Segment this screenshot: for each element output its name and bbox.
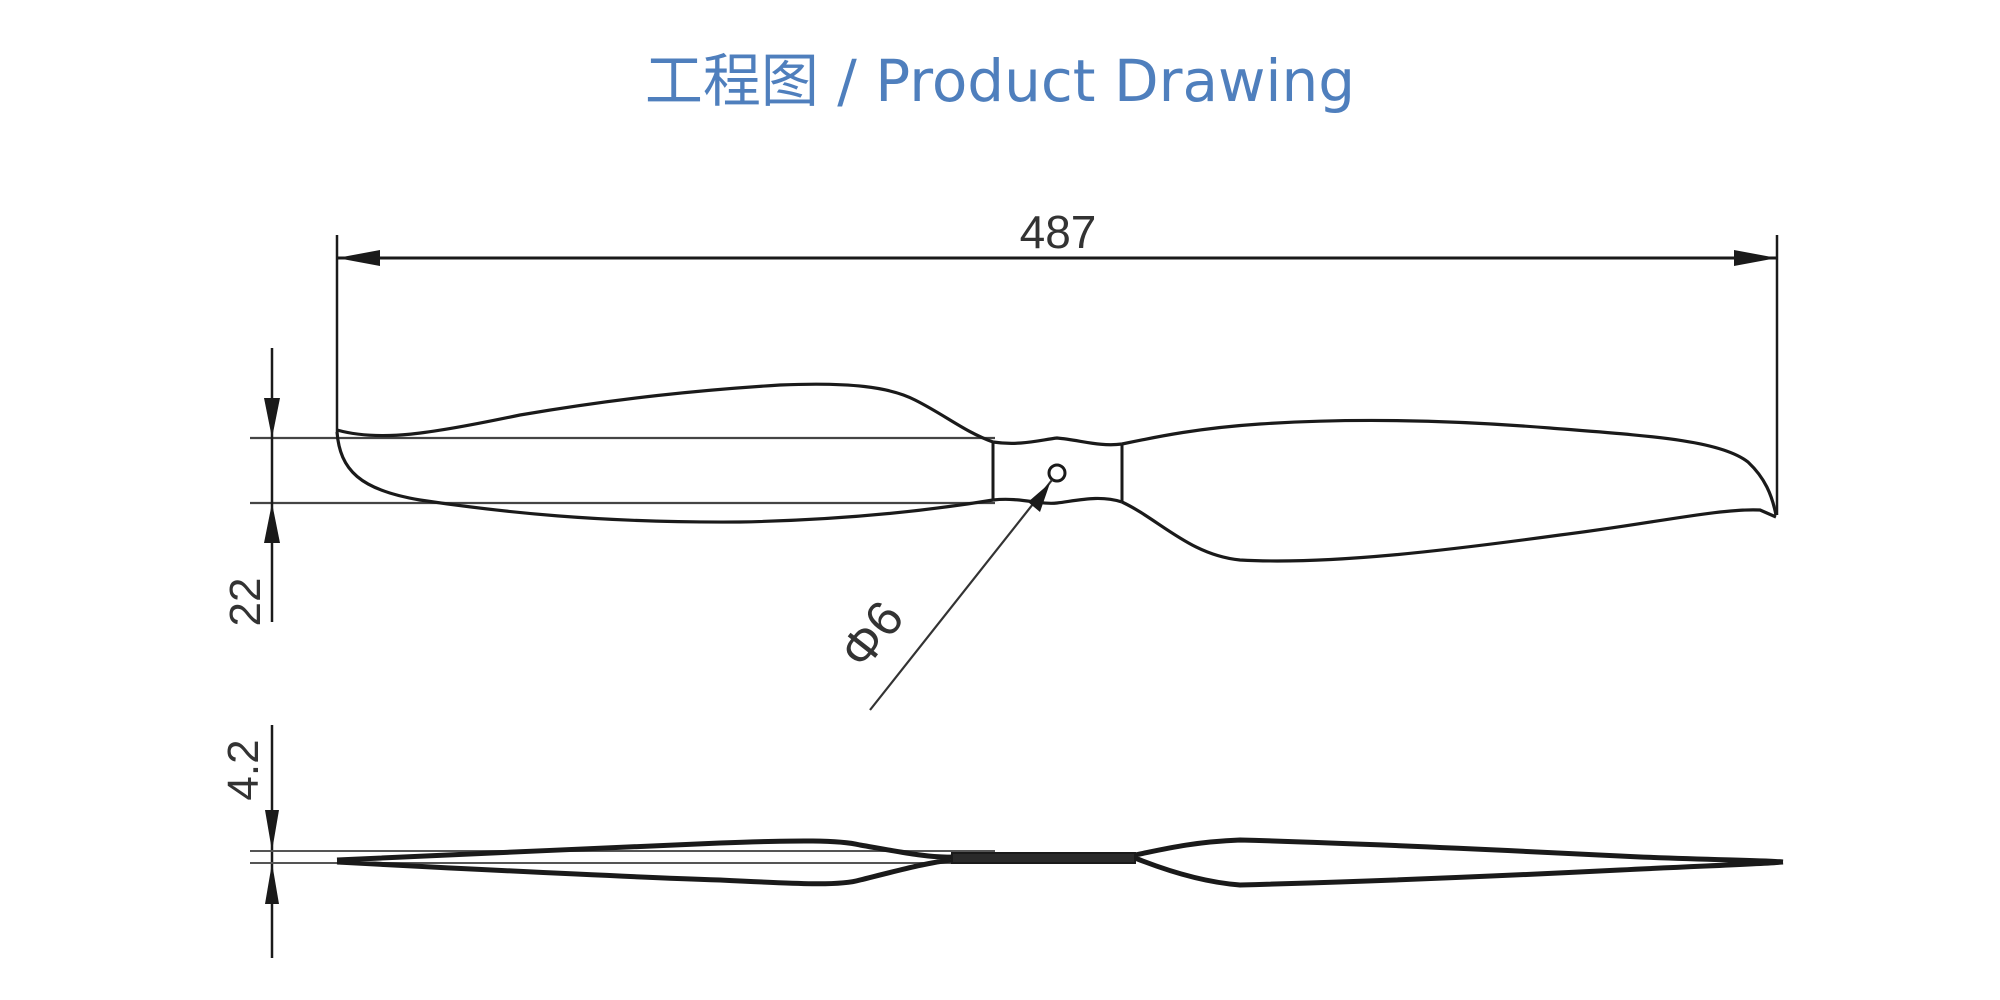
hole-diameter-label: Φ6 (829, 591, 915, 679)
left-blade-outline (335, 382, 994, 524)
right-blade-outline (1121, 418, 1778, 563)
length-dimension (335, 235, 1779, 515)
hub-hole (1047, 463, 1067, 483)
hub-width-label: 22 (221, 578, 270, 627)
length-label: 487 (1020, 206, 1097, 258)
top-view (250, 235, 1779, 711)
hub (991, 436, 1124, 505)
thickness-dimension (250, 725, 995, 958)
side-profile (336, 837, 1784, 888)
side-hub (951, 852, 1136, 864)
page-title: 工程图 / Product Drawing (644, 47, 1356, 115)
side-view (250, 725, 1784, 958)
hub-width-dimension (250, 348, 995, 622)
hole-leader (869, 479, 1053, 711)
thickness-label: 4.2 (219, 739, 268, 800)
